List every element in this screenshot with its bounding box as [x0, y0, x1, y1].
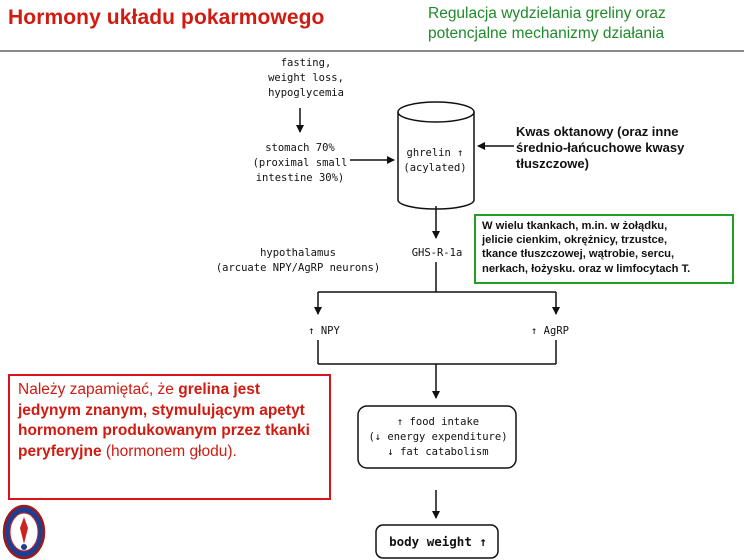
page-subtitle: Regulacja wydzielania greliny oraz poten… — [428, 4, 666, 44]
kwas-line-2: średnio-łańcuchowe kwasy — [516, 140, 685, 155]
npy-label: ↑ NPY — [308, 325, 340, 337]
body-weight-label: body weight ↑ — [389, 534, 487, 549]
tissues-line-1: W wielu tkankach, m.in. w żołądku, — [482, 220, 668, 232]
outcomes-label: ↑ food intake (↓ energy expenditure) ↓ f… — [360, 415, 516, 460]
tissues-info-box: W wielu tkankach, m.in. w żołądku, jelic… — [474, 214, 734, 284]
tissues-line-4: nerkach, łożysku. oraz w limfocytach T. — [482, 262, 691, 275]
ghrelin-cylinder — [397, 101, 475, 210]
outcome-fat-catabolism: ↓ fat catabolism — [387, 446, 489, 458]
ghrelin-line-2: (acylated) — [403, 162, 467, 174]
outcome-food-intake: ↑ food intake — [396, 416, 480, 428]
stomach-label: stomach 70% (proximal small intestine 30… — [248, 141, 352, 186]
body-weight-box — [375, 524, 499, 559]
fasting-line-2: weight loss, — [268, 72, 344, 84]
subtitle-line-1: Regulacja wydzielania greliny oraz — [428, 5, 666, 22]
header-divider — [0, 50, 744, 52]
stomach-line-1: stomach 70% — [265, 142, 335, 154]
tissues-line-3: tkance tłuszczowej, wątrobie, sercu, — [482, 248, 675, 261]
agrp-label: ↑ AgRP — [531, 325, 569, 337]
octanoic-acid-label: Kwas oktanowy (oraz inne średnio-łańcuch… — [516, 124, 684, 172]
stomach-line-2: (proximal small — [252, 157, 348, 169]
tissues-line-2: jelicie cienkim, okrężnicy, trzustce, — [482, 234, 668, 247]
kwas-line-3: tłuszczowe) — [516, 156, 589, 171]
fasting-line-1: fasting, — [280, 57, 332, 69]
fasting-label: fasting, weight loss, hypoglycemia — [258, 56, 354, 101]
university-seal-icon — [2, 504, 46, 560]
memo-text-bold: grelina jest jedynym znanym, stymulujący… — [18, 381, 310, 460]
hypothalamus-line-1: hypothalamus — [260, 247, 336, 259]
receptor-label: GHS-R-1a — [411, 247, 463, 259]
subtitle-line-2: potencjalne mechanizmy działania — [428, 25, 665, 42]
kwas-line-1: Kwas oktanowy (oraz inne — [516, 124, 679, 139]
stomach-line-3: intestine 30%) — [255, 172, 345, 184]
ghrelin-label: ghrelin ↑ (acylated) — [396, 146, 474, 176]
hypothalamus-line-2: (arcuate NPY/AgRP neurons) — [215, 262, 381, 274]
memo-text-2: (hormonem głodu). — [101, 442, 237, 460]
fasting-line-3: hypoglycemia — [268, 87, 344, 99]
hypothalamus-label: hypothalamus (arcuate NPY/AgRP neurons) — [200, 246, 396, 276]
memo-box: Należy zapamiętać, że grelina jest jedyn… — [8, 374, 331, 500]
outcome-energy-expenditure: (↓ energy expenditure) — [368, 431, 508, 443]
memo-text-1: Należy zapamiętać, że — [18, 381, 179, 398]
page-title: Hormony układu pokarmowego — [8, 6, 325, 29]
outcomes-box — [357, 405, 517, 469]
ghrelin-line-1: ghrelin ↑ — [406, 147, 464, 159]
